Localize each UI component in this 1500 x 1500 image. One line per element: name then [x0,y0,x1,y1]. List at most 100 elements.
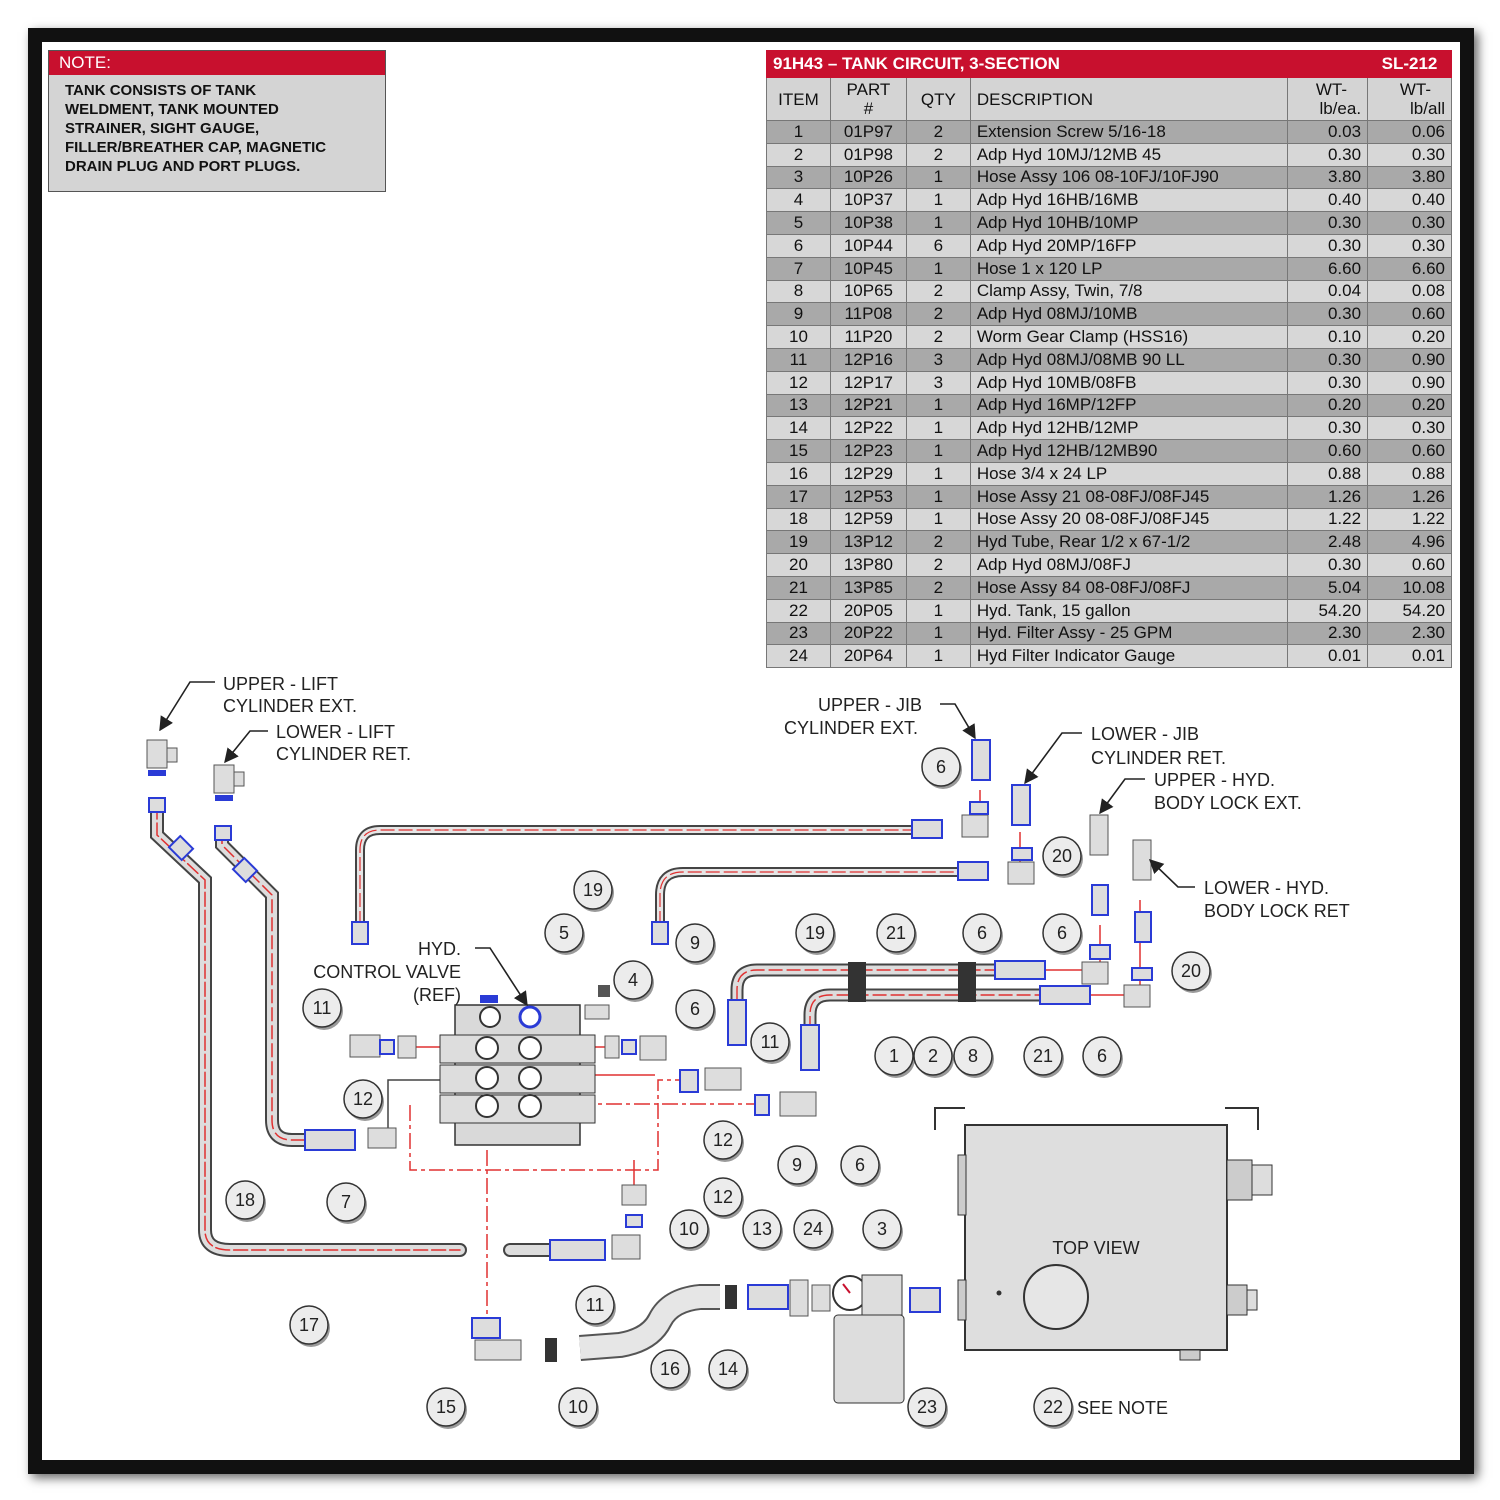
cell-wt-all: 0.30 [1367,233,1452,258]
bom-title: 91H43 – TANK CIRCUIT, 3-SECTION [765,50,1369,78]
cell-wt-all: 1.26 [1367,484,1452,509]
cell-wt-all: 0.20 [1367,393,1452,418]
callout-number: 20 [1181,961,1201,981]
cell-description: Adp Hyd 08MJ/08MB 90 LL [969,347,1289,372]
col-wt-each: WT-lb/ea. [1287,77,1369,121]
callout-11: 11 [575,1285,616,1327]
label-upper-lift-2: CYLINDER EXT. [223,696,357,716]
label-lower-jib-2: CYLINDER RET. [1091,748,1226,768]
cell-wt-all: 0.60 [1367,302,1452,327]
cell-wt-all: 2.30 [1367,621,1452,646]
cell-part: 10P44 [829,233,907,258]
callout-number: 6 [936,757,946,777]
cell-qty: 1 [905,621,971,646]
callout-20: 20 [1042,836,1083,878]
cell-wt-all: 0.06 [1367,120,1452,144]
cell-item: 12 [766,370,831,395]
cell-item: 9 [766,302,831,327]
cell-item: 14 [766,416,831,441]
cell-wt-all: 0.40 [1367,188,1452,213]
callout-number: 3 [877,1219,887,1239]
cell-part: 01P98 [829,142,907,167]
callout-number: 13 [752,1219,772,1239]
cell-description: Hyd. Tank, 15 gallon [969,598,1289,623]
cell-wt-all: 0.20 [1367,325,1452,349]
cell-part: 13P85 [829,575,907,600]
cell-item: 15 [766,439,831,463]
label-lower-lift-2: CYLINDER RET. [276,744,411,764]
cell-qty: 1 [905,416,971,441]
cell-wt-each: 5.04 [1287,575,1369,600]
cell-wt-each: 0.30 [1287,302,1369,327]
callout-21: 21 [876,913,917,955]
note-header: NOTE: [49,51,385,75]
cell-part: 11P20 [829,325,907,349]
cell-item: 6 [766,233,831,258]
cell-part: 12P21 [829,393,907,418]
cell-qty: 1 [905,644,971,669]
cell-qty: 2 [905,530,971,555]
callout-21: 21 [1023,1036,1064,1078]
cell-qty: 1 [905,393,971,418]
note-text: TANK CONSISTS OF TANK WELDMENT, TANK MOU… [65,82,327,175]
note-box: NOTE: TANK CONSISTS OF TANK WELDMENT, TA… [48,50,386,192]
cell-part: 12P22 [829,416,907,441]
callout-6: 6 [1042,913,1083,955]
cell-wt-each: 0.10 [1287,325,1369,349]
cell-item: 22 [766,598,831,623]
cell-item: 13 [766,393,831,418]
cell-item: 19 [766,530,831,555]
callout-number: 22 [1043,1397,1063,1417]
callout-number: 18 [235,1190,255,1210]
cell-item: 5 [766,211,831,235]
cell-item: 10 [766,325,831,349]
cell-item: 11 [766,347,831,372]
label-lower-jib: LOWER - JIB [1091,724,1199,744]
callout-8: 8 [953,1036,994,1078]
cell-part: 20P22 [829,621,907,646]
diagram-labels: UPPER - LIFT CYLINDER EXT. LOWER - LIFT … [223,674,1350,1418]
col-wt-all: WT-lb/all [1367,77,1452,121]
cell-wt-each: 0.30 [1287,211,1369,235]
cell-part: 20P64 [829,644,907,669]
callout-23: 23 [907,1387,948,1429]
callout-11: 11 [302,988,343,1030]
col-qty: QTY [905,77,971,121]
cell-qty: 2 [905,279,971,304]
callout-24: 24 [793,1209,834,1251]
cell-item: 3 [766,165,831,190]
callout-number: 11 [313,998,332,1018]
cell-wt-each: 0.20 [1287,393,1369,418]
hydraulic-tank [934,1107,1273,1361]
callout-number: 10 [679,1219,699,1239]
callout-6: 6 [921,747,962,789]
cell-item: 20 [766,553,831,577]
callout-9: 9 [777,1145,818,1187]
cell-wt-all: 0.90 [1367,347,1452,372]
cell-part: 11P08 [829,302,907,327]
callout-number: 6 [977,923,987,943]
cell-description: Adp Hyd 08MJ/10MB [969,302,1289,327]
callout-2: 2 [913,1036,954,1078]
cell-part: 12P53 [829,484,907,509]
callout-3: 3 [862,1209,903,1251]
cell-part: 12P16 [829,347,907,372]
callout-number: 9 [792,1155,802,1175]
callout-19: 19 [795,913,836,955]
label-valve: HYD. [418,939,461,959]
cell-description: Adp Hyd 16MP/12FP [969,393,1289,418]
callout-7: 7 [326,1182,367,1224]
callout-number: 11 [761,1032,780,1052]
callout-16: 16 [650,1349,691,1391]
cell-wt-all: 0.30 [1367,211,1452,235]
callout-12: 12 [703,1120,744,1162]
callout-number: 24 [803,1219,823,1239]
